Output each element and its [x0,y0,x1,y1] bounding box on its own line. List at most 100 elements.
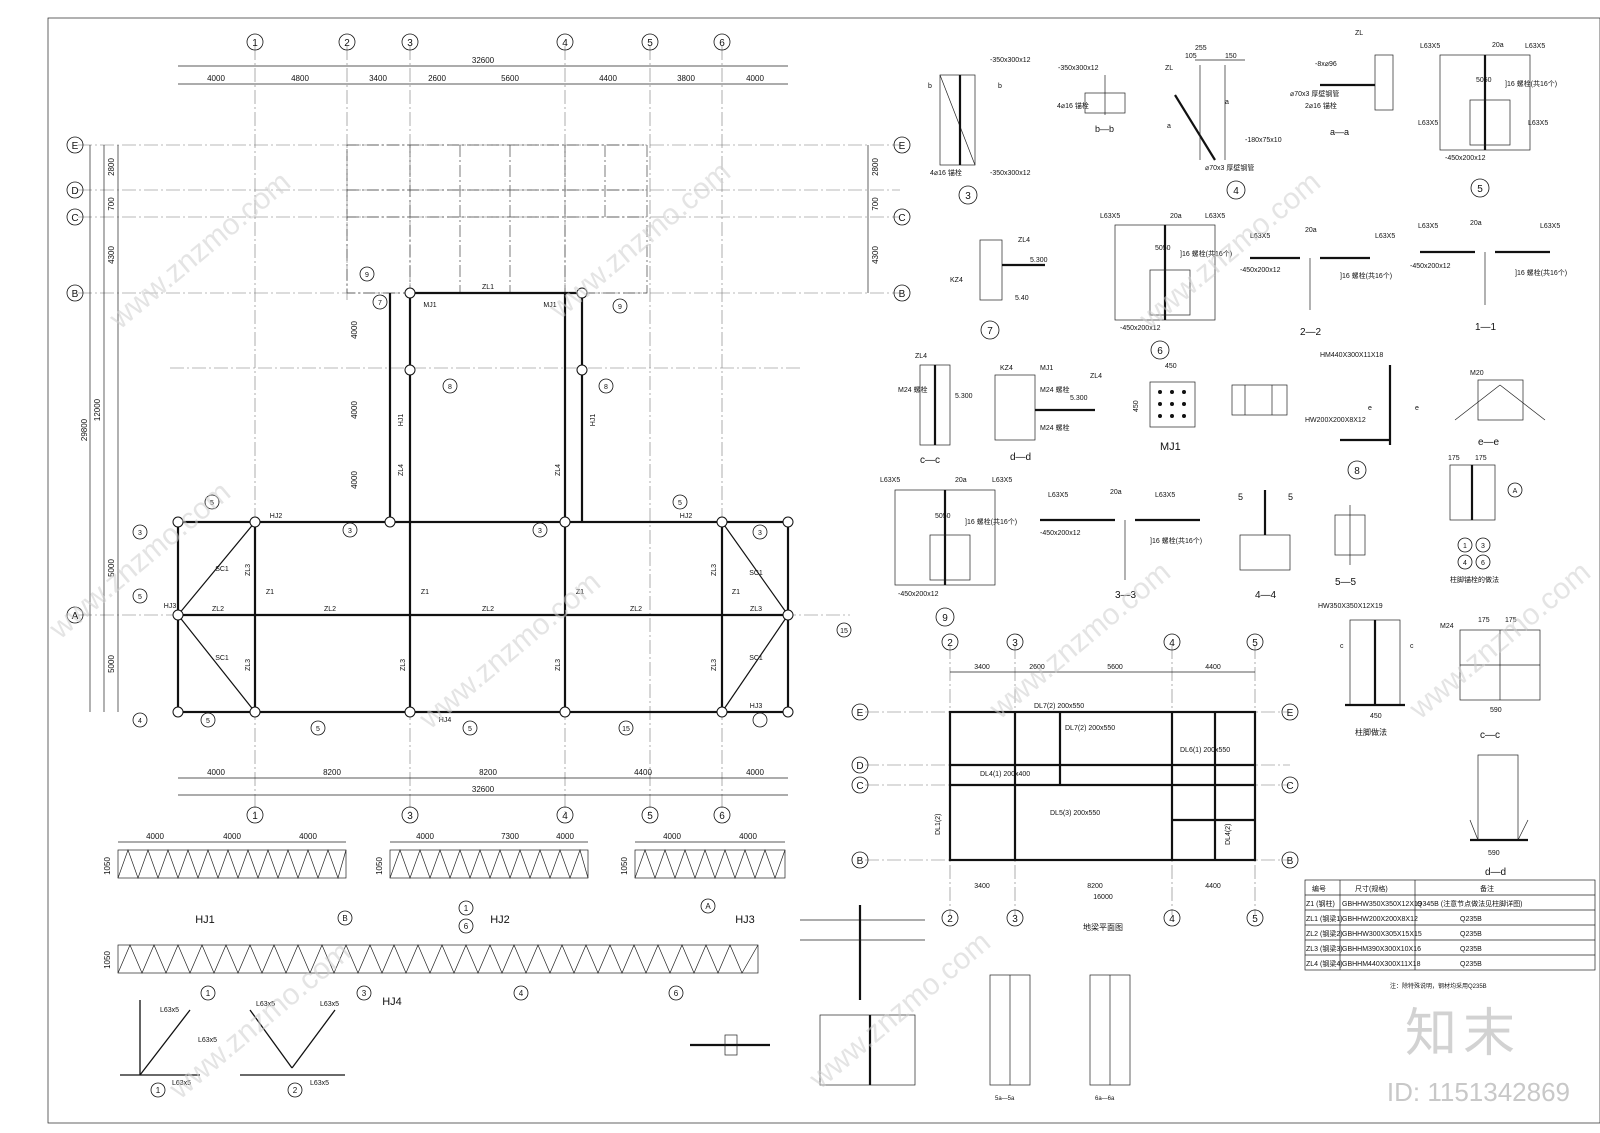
ddd2-label: d—d [1485,867,1506,878]
fp-beam: DL4(1) 200x400 [980,771,1030,778]
fp-beam: DL1(2) [935,814,942,835]
d11-text: 20a [1470,220,1482,227]
dim-top-seg: 4800 [291,74,309,83]
member-label: ZL4 [555,464,562,476]
d22-text: L63X5 [1375,233,1395,240]
anchor-axis: 1 [1463,543,1467,550]
dcc2-text: 175 [1478,617,1490,624]
hj2-dim: 7300 [501,832,519,841]
node-label: L63x5 [310,1080,329,1087]
d5-text: -450x200x12 [1445,155,1486,162]
axis-top-1: 1 [252,38,258,49]
d5-text: ]16 螺栓(共16个) [1505,79,1557,88]
d4-text: ZL [1165,65,1173,72]
fp-axis: E [1287,708,1294,719]
d8-text: e [1415,405,1419,412]
axis-bottom-3: 3 [407,811,413,822]
d8-text: HW200X200X8X12 [1305,417,1366,424]
dim-left: 5000 [107,655,116,673]
dim-right: 4300 [871,246,880,264]
d6-text: L63X5 [1205,213,1225,220]
base-text: 450 [1370,713,1382,720]
member-label: HJ3 [750,703,763,710]
fp-axis: C [1286,781,1293,792]
d9-text: L63X5 [880,477,900,484]
fp-dim: 8200 [1087,883,1103,890]
anchor-axis: A [1513,488,1518,495]
fp-axis: D [856,761,863,772]
d22-text: 20a [1305,227,1317,234]
d5-text: 20a [1492,42,1504,49]
dee-text: M20 [1470,370,1484,377]
d6-text: 5050 [1155,245,1171,252]
dim-bottom-seg: 4000 [746,768,764,777]
d4-text: 105 [1185,53,1197,60]
member-label: ZL3 [711,564,718,576]
d33-text: 20a [1110,489,1122,496]
d33-text: ]16 螺栓(共16个) [1150,536,1202,545]
d3-text: b [998,83,1002,90]
callout-9: 9 [618,304,622,311]
dim-top-seg: 4000 [207,74,225,83]
fp-axis: B [1287,856,1294,867]
ddd-text: M24 螺栓 [1040,385,1070,394]
daa-text: -8x⌀96 [1315,61,1337,68]
d44-label: 4—4 [1255,590,1277,601]
section-label: 5a—5a [995,1096,1015,1102]
d7-text: 5.300 [1030,257,1048,264]
d9-text: 5050 [935,513,951,520]
hj4-height: 1050 [103,951,112,969]
node-label: L63x5 [320,1001,339,1008]
d9-text: ]16 螺栓(共16个) [965,517,1017,526]
fp-total: 16000 [1093,894,1113,901]
ddd-text: ZL4 [1090,373,1102,380]
hj1-dim: 4000 [299,832,317,841]
hj1-title: HJ1 [195,914,215,926]
roof-plan: 1 2 3 4 5 6 1 3 4 5 6 E D C B A E C B 32… [66,33,911,824]
member-label: ZL3 [245,564,252,576]
fp-beam: DL4(2) [1225,824,1232,845]
axis-left-D: D [71,186,78,197]
callout-8: 8 [448,384,452,391]
fp-dim: 5600 [1107,664,1123,671]
watermark-text: www.znzmo.com [103,165,297,336]
callout-9: 9 [365,272,369,279]
callout-3: 3 [758,530,762,537]
member-label: SC1 [749,655,763,662]
d7-label: 7 [987,326,993,337]
d5-text: L63X5 [1418,120,1438,127]
dcc-text: 5.300 [955,393,973,400]
axis-left-A: A [72,611,79,622]
member-label: ZL3 [555,659,562,671]
dim-top-seg: 4000 [746,74,764,83]
member-label: SC1 [749,570,763,577]
member-label: ZL2 [482,606,494,613]
dcc-text: M24 螺栓 [898,385,928,394]
callout-5: 15 [622,726,630,733]
node-label: L63x5 [198,1037,217,1044]
d7-text: KZ4 [950,277,963,284]
d11-text: L63X5 [1418,223,1438,230]
axis-top-2: 2 [344,38,350,49]
d6-label: 6 [1157,346,1163,357]
d9-text: 20a [955,477,967,484]
member-label: SC1 [215,655,229,662]
hj2-axis: 1 [464,904,469,913]
fp-axis: C [856,781,863,792]
d6-text: 20a [1170,213,1182,220]
fp-dim: 3400 [974,883,990,890]
d9-text: L63X5 [992,477,1012,484]
d6-text: ]16 螺栓(共16个) [1180,249,1232,258]
callout-3: 3 [138,530,142,537]
hj2-height: 1050 [375,857,384,875]
dee-label: e—e [1478,437,1500,448]
d4-text: ⌀70x3 厚壁钢管 [1205,163,1254,172]
axis-top-4: 4 [562,38,568,49]
dim-top-seg: 2600 [428,74,446,83]
d3-label: 3 [965,191,971,202]
callout-5: 5 [468,726,472,733]
axis-right-E: E [899,141,906,152]
ddd-text: M24 螺栓 [1040,423,1070,432]
node-label: L63x5 [160,1007,179,1014]
